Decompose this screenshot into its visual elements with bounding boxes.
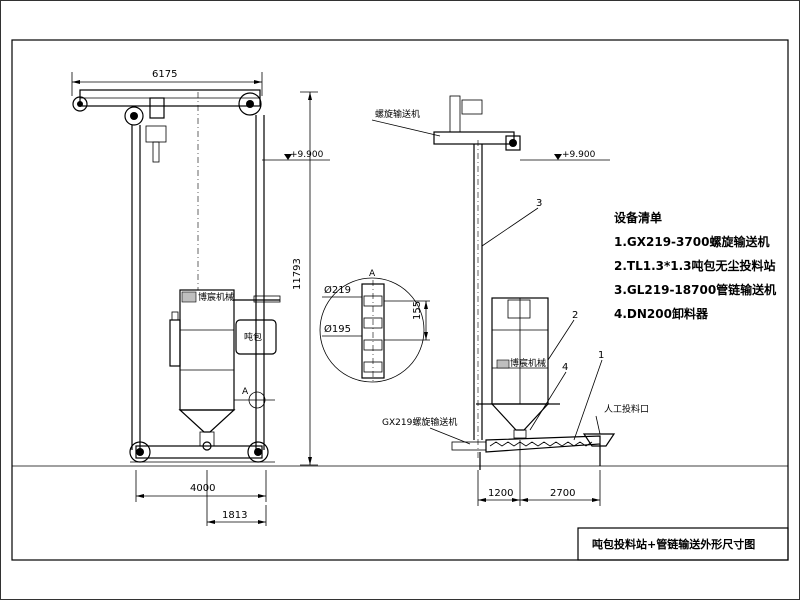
manual-inlet-hopper: [582, 433, 616, 447]
detail-dia-outer: Ø219: [324, 284, 351, 296]
dim-top-width: 6175: [152, 69, 177, 80]
dim-right-left: 1200: [488, 488, 513, 499]
callout-3: 3: [536, 198, 542, 209]
right-screw-bottom-label: GX219螺旋输送机: [382, 416, 457, 428]
left-logo-badge: [181, 291, 197, 303]
callout-2: 2: [572, 310, 578, 321]
right-screw-top-label: 螺旋输送机: [375, 108, 420, 120]
detail-a-label: A: [369, 269, 376, 279]
equipment-item-4: 4.DN200卸料器: [614, 306, 709, 321]
detail-dia-inner: Ø195: [324, 323, 351, 335]
detail-a-view: A Ø219 Ø195 155: [319, 269, 430, 384]
equipment-item-3: 3.GL219-18700管链输送机: [614, 282, 776, 297]
left-logo-text: 博宸机械: [198, 291, 234, 303]
equipment-item-2: 2.TL1.3*1.3吨包无尘投料站: [614, 258, 776, 273]
title-block: 吨包投料站+管链输送外形尺寸图: [577, 527, 789, 561]
dim-base-width: 4000: [190, 483, 215, 494]
left-elevation-view: 6175 +9.900 11793: [71, 69, 330, 526]
right-logo-text: 博宸机械: [510, 357, 546, 369]
equipment-item-1: 1.GX219-3700螺旋输送机: [614, 234, 769, 249]
left-detail-a-marker: A: [242, 387, 249, 397]
right-side-view: 螺旋输送机 +9.900 3 博宸机械 2 4: [371, 95, 649, 506]
dim-offset: 1813: [222, 510, 247, 521]
equipment-list-heading: 设备清单: [614, 210, 662, 225]
callout-4: 4: [562, 362, 568, 373]
drawing-frame: [11, 39, 789, 561]
callout-1: 1: [598, 350, 604, 361]
ton-bag-shape: [235, 319, 277, 355]
equipment-list: 设备清单 1.GX219-3700螺旋输送机 2.TL1.3*1.3吨包无尘投料…: [614, 210, 776, 321]
right-elevation-label: +9.900: [562, 150, 596, 160]
left-elevation-label: +9.900: [290, 150, 324, 160]
detail-pitch: 155: [412, 301, 423, 320]
dim-right-right: 2700: [550, 488, 575, 499]
right-logo-badge: [496, 359, 510, 369]
svg-text:吨包: 吨包: [244, 331, 262, 343]
dim-total-height: 11793: [292, 258, 303, 290]
manual-inlet-label: 人工投料口: [604, 403, 649, 415]
drawing-title: 吨包投料站+管链输送外形尺寸图: [592, 537, 755, 551]
